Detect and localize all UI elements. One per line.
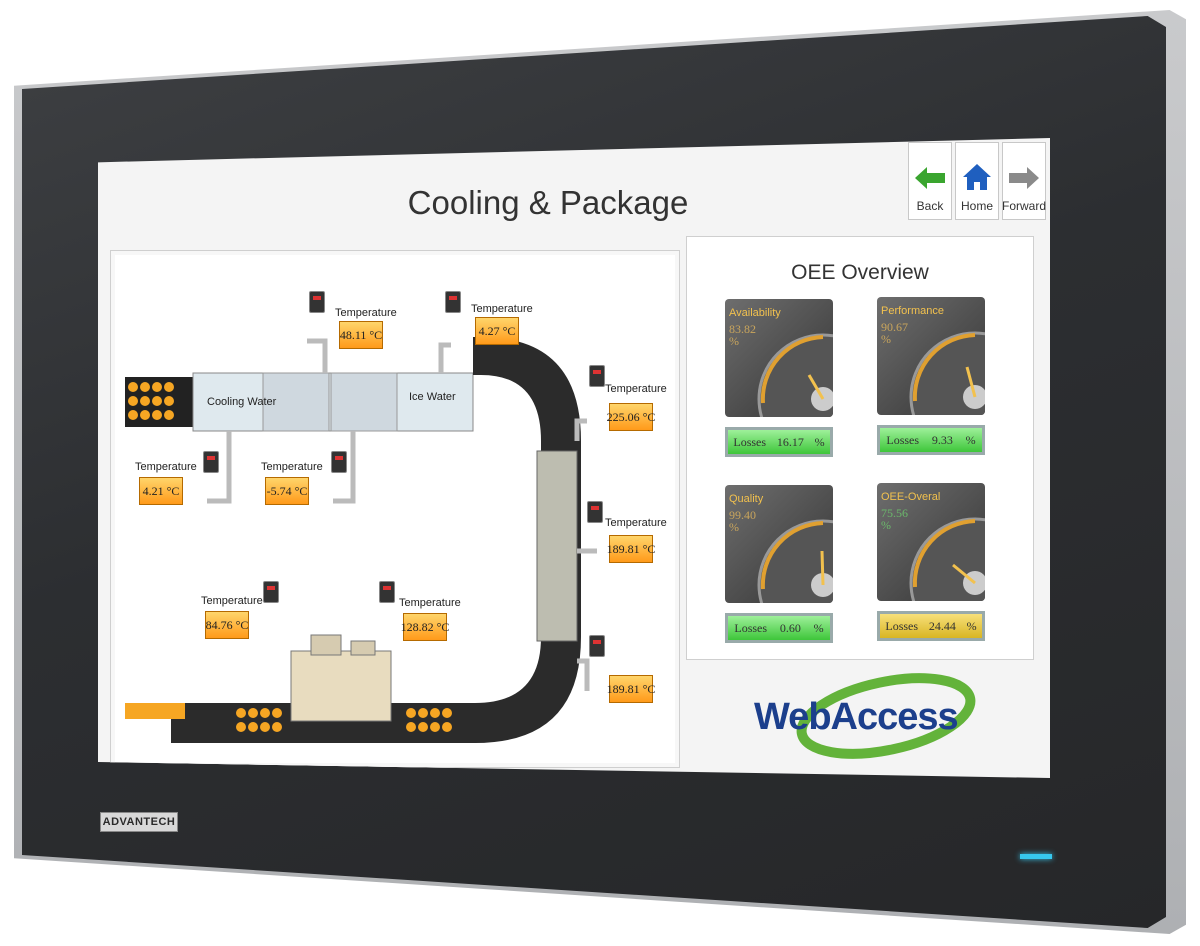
- page-title: Cooling & Package: [407, 184, 689, 221]
- temperature-label: Temperature: [201, 595, 263, 607]
- temperature-label: Temperature: [335, 307, 397, 319]
- gauge-dial: [909, 517, 985, 601]
- losses-label: Losses: [734, 620, 768, 635]
- oee-overall-gauge: OEE-Overal 75.56%: [877, 483, 985, 601]
- brand-logo: ADVANTECH: [100, 812, 178, 832]
- temperature-reading-2: 4.27 °C: [475, 317, 519, 345]
- sensor-icon: [589, 365, 605, 387]
- oee-overall-losses: Losses 24.44 %: [877, 611, 985, 641]
- process-diagram: Cooling Water Ice Water Temperature 48.1…: [110, 250, 680, 768]
- gauge-dial: [757, 519, 833, 603]
- temperature-reading-5: -5.74 °C: [265, 477, 309, 505]
- losses-value: 16.17: [776, 434, 804, 449]
- losses-value: 9.33: [931, 432, 953, 447]
- availability-losses: Losses 16.17 %: [725, 427, 833, 457]
- gauge-value: 83.82%: [729, 322, 756, 348]
- sensor-icon: [445, 291, 461, 313]
- home-button[interactable]: Home: [955, 142, 999, 220]
- temperature-label: Temperature: [261, 461, 323, 473]
- home-label: Home: [960, 199, 993, 213]
- webaccess-logo: WebAccess: [746, 670, 976, 760]
- losses-value: 24.44: [928, 618, 956, 633]
- webaccess-swoosh: [796, 673, 976, 759]
- gauge-label: Availability: [729, 307, 781, 319]
- losses-label: Losses: [885, 618, 919, 633]
- gauge-value: 90.67%: [881, 320, 908, 346]
- power-led: [1020, 854, 1052, 859]
- gauge-dial: [909, 331, 985, 415]
- forward-arrow-icon: [1009, 167, 1039, 189]
- gauge-value: 75.56%: [881, 506, 908, 532]
- temperature-reading-6: 189.81 °C: [607, 535, 655, 563]
- quality-losses: Losses 0.60 %: [725, 613, 833, 643]
- section-label-cooling-water: Cooling Water: [207, 396, 277, 408]
- losses-percent: %: [965, 432, 976, 447]
- losses-percent: %: [966, 618, 977, 633]
- sensor-icon: [587, 501, 603, 523]
- losses-label: Losses: [733, 434, 767, 449]
- gauge-dial: [757, 333, 833, 417]
- sensor-icon: [379, 581, 395, 603]
- losses-percent: %: [813, 620, 824, 635]
- losses-label: Losses: [886, 432, 920, 447]
- gauge-label: Performance: [881, 305, 944, 317]
- oee-title: OEE Overview: [791, 261, 929, 284]
- conveyor-graphic: [125, 337, 597, 743]
- temperature-label: Temperature: [135, 461, 197, 473]
- temperature-reading-1: 48.11 °C: [339, 321, 383, 349]
- forward-button[interactable]: Forward: [1002, 142, 1046, 220]
- back-label: Back: [916, 199, 944, 213]
- gauge-label: Quality: [729, 493, 764, 505]
- forward-label: Forward: [1002, 199, 1047, 213]
- temperature-label: Temperature: [399, 597, 461, 609]
- sensor-icon: [309, 291, 325, 313]
- losses-percent: %: [814, 434, 825, 449]
- oee-overview-panel: OEE Overview Availability 83.82% Losses …: [686, 236, 1034, 660]
- temperature-reading-8: 128.82 °C: [401, 613, 449, 641]
- back-arrow-icon: [915, 167, 945, 189]
- sensor-icon: [589, 635, 605, 657]
- gauge-value: 99.40%: [729, 508, 756, 534]
- section-label-ice-water: Ice Water: [409, 391, 456, 403]
- sensor-icon: [263, 581, 279, 603]
- sensor-icon: [331, 451, 347, 473]
- nav-toolbar: Back Home Forward: [908, 142, 1046, 220]
- losses-value: 0.60: [779, 620, 801, 635]
- back-button[interactable]: Back: [908, 142, 952, 220]
- availability-gauge: Availability 83.82%: [725, 299, 833, 417]
- temperature-reading-7: 84.76 °C: [205, 611, 249, 639]
- performance-losses: Losses 9.33 %: [877, 425, 985, 455]
- temperature-reading-4: 4.21 °C: [139, 477, 183, 505]
- temperature-reading-9: 189.81 °C: [607, 675, 655, 703]
- temperature-label: Temperature: [605, 517, 667, 529]
- home-icon: [963, 164, 991, 190]
- quality-gauge: Quality 99.40%: [725, 485, 833, 603]
- screen: Cooling & Package Back Home Forward: [98, 138, 1050, 778]
- performance-gauge: Performance 90.67%: [877, 297, 985, 415]
- webaccess-wordmark: WebAccess: [754, 696, 959, 738]
- sensor-icon: [203, 451, 219, 473]
- temperature-label: Temperature: [471, 303, 533, 315]
- temperature-reading-3: 225.06 °C: [607, 403, 655, 431]
- gauge-label: OEE-Overal: [881, 491, 941, 503]
- temperature-label: Temperature: [605, 383, 667, 395]
